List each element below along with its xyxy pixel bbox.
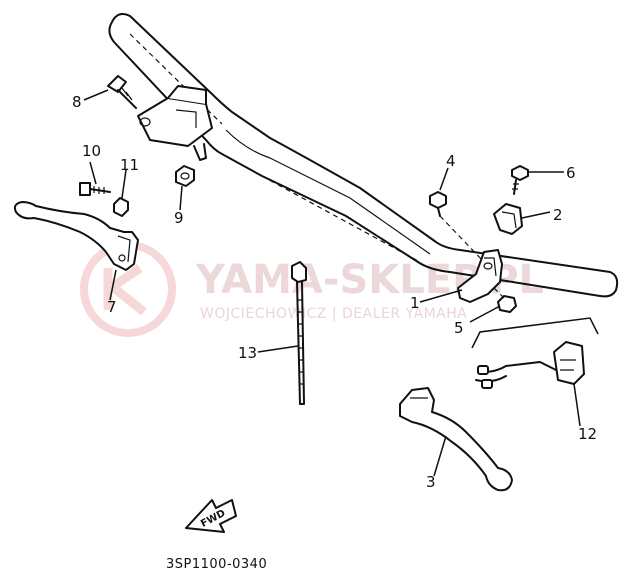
callout-11: 11: [120, 156, 139, 174]
bolt-part-8: [107, 75, 137, 109]
callout-1: 1: [410, 294, 420, 312]
brake-lever-holder-part-1: [457, 249, 503, 303]
brake-lever-part-3: [399, 387, 513, 492]
cable-tie-part-13: [291, 261, 307, 405]
callout-5: 5: [454, 319, 464, 337]
callout-10: 10: [82, 142, 101, 160]
callout-12: 12: [578, 425, 597, 443]
bolt-part-6: [511, 165, 529, 195]
nut-part-11: [113, 197, 129, 217]
callout-8: 8: [72, 93, 82, 111]
callout-3: 3: [426, 473, 436, 491]
nut-part-9: [175, 165, 195, 187]
callout-4: 4: [446, 152, 456, 170]
bolt-part-10: [79, 182, 111, 196]
callout-13: 13: [238, 344, 257, 362]
callout-2: 2: [553, 206, 563, 224]
nut-part-5: [493, 287, 517, 313]
clutch-lever-holder: [137, 85, 213, 161]
callout-6: 6: [566, 164, 576, 182]
clutch-lever-part-7: [13, 201, 139, 271]
watermark-subtitle: WOJCIECHOWICZ | DEALER YAMAHA: [200, 306, 467, 322]
leader-lines: [83, 89, 581, 477]
handlebar: [108, 13, 619, 298]
callout-7: 7: [107, 298, 117, 316]
front-brake-switch-part-12: [471, 317, 599, 389]
diagram-code: 3SP1100-0340: [166, 557, 267, 572]
callout-numbers: 1 2 3 4 5 6 7 8 9 10 11 12 13: [72, 93, 597, 491]
fwd-direction-arrow: FWD: [185, 499, 237, 533]
clamp-part-2: [493, 203, 523, 235]
callout-9: 9: [174, 209, 184, 227]
screw-part-4: [429, 191, 485, 263]
